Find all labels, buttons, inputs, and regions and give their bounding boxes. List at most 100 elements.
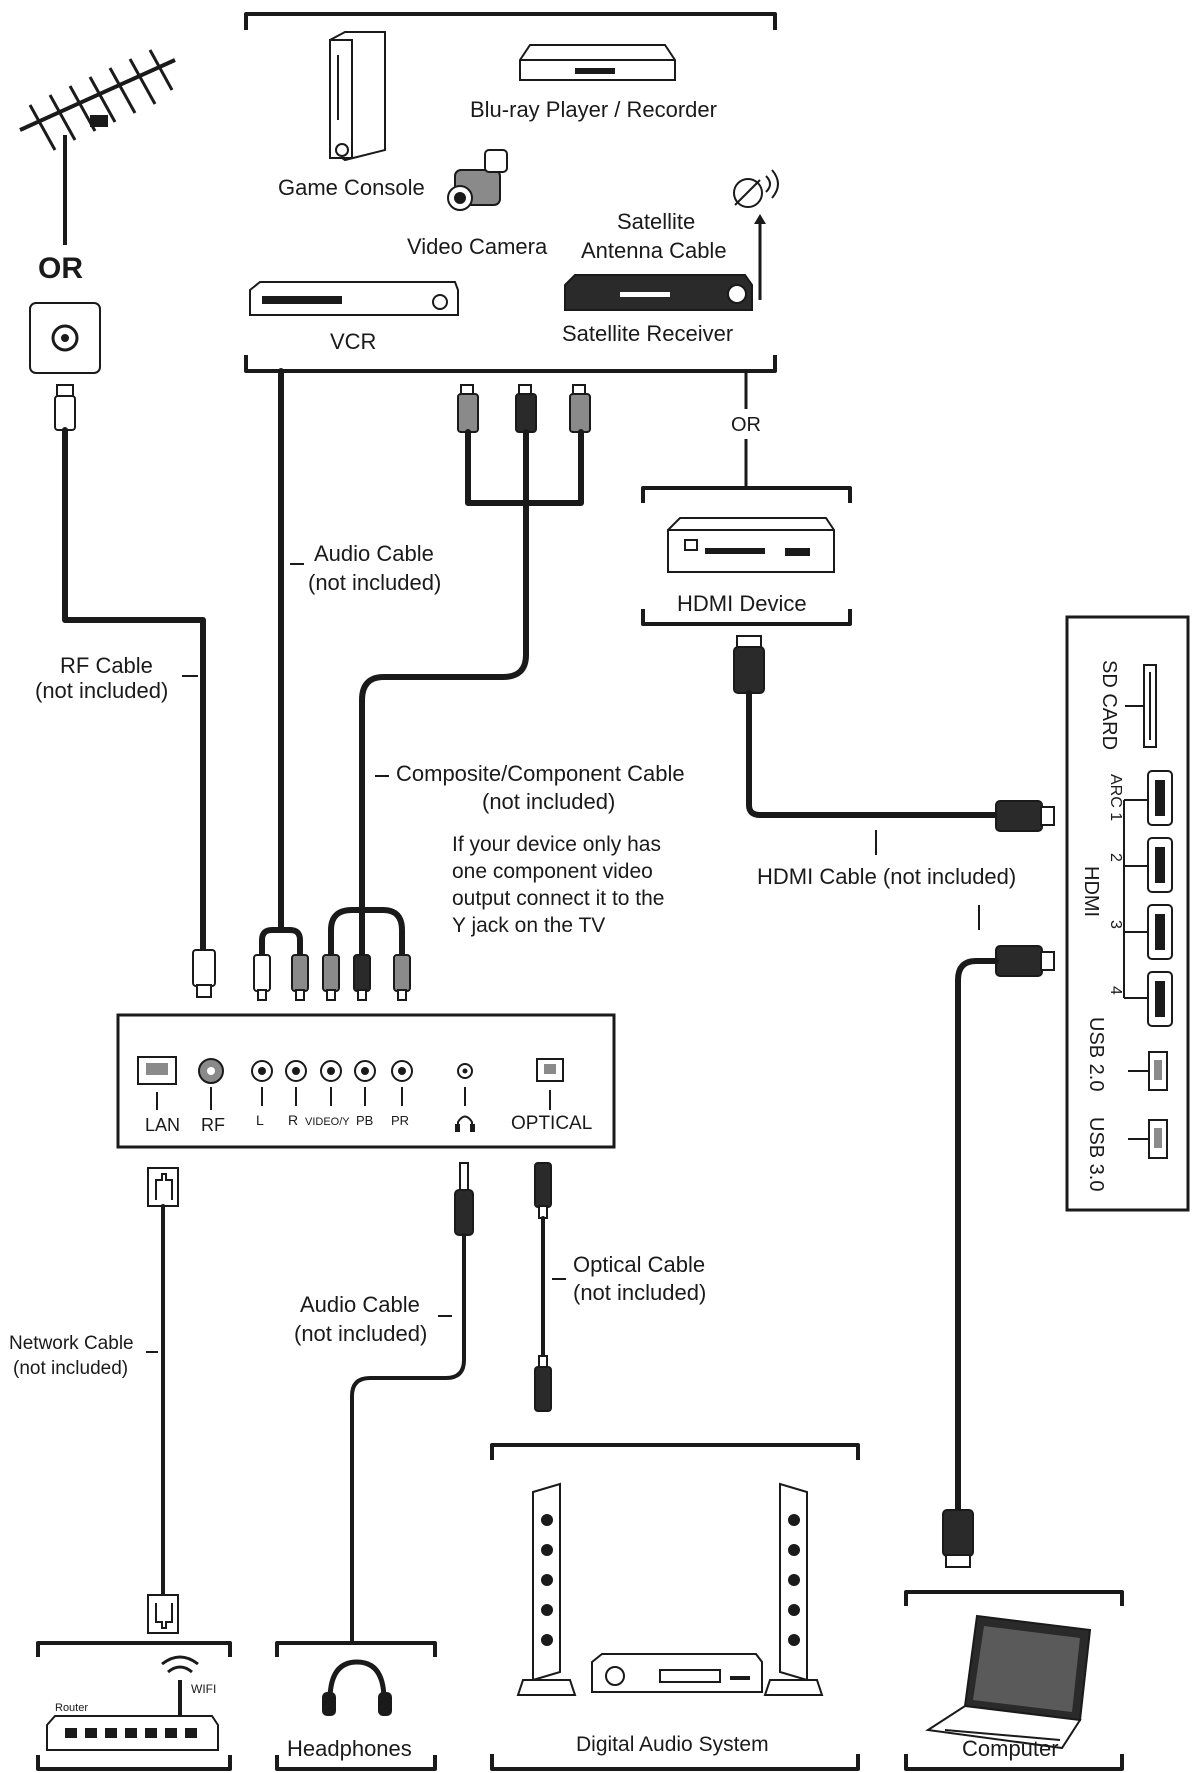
audio-cable-label-2: (not included): [308, 570, 441, 595]
lan-plug-tv: [147, 1167, 179, 1207]
video-camera-label: Video Camera: [407, 234, 548, 259]
source-devices-bracket-top: [244, 12, 777, 30]
audio-receiver-icon: [591, 1653, 763, 1693]
port-label-r: R: [288, 1112, 298, 1128]
vcr-label: VCR: [330, 329, 376, 354]
rca-ports[interactable]: [251, 1060, 413, 1106]
speaker-icon: [516, 1482, 577, 1696]
headphones-bracket-top: [275, 1641, 437, 1657]
lan-plug-router: [147, 1594, 179, 1634]
rf-plug-tv: [192, 949, 216, 998]
bluray-icon: [519, 44, 676, 81]
rf-port[interactable]: [198, 1058, 224, 1110]
digital-audio-bracket-top: [490, 1443, 860, 1460]
computer-bracket-top: [904, 1590, 1124, 1606]
satellite-receiver-label: Satellite Receiver: [562, 321, 733, 346]
composite-cable-split: [328, 907, 405, 958]
rf-cable: [62, 427, 206, 953]
optical-cable-label-1: Optical Cable: [573, 1252, 705, 1277]
headphones-icon: [322, 1659, 392, 1716]
composite-cable: [359, 500, 529, 913]
router-name-label: Router: [55, 1702, 88, 1714]
component-note-4: Y jack on the TV: [452, 914, 605, 937]
side-label-4: 4: [1107, 986, 1124, 995]
satellite-dish-icon: [733, 169, 779, 300]
side-label-3: 3: [1107, 920, 1124, 929]
network-cable-label-1: Network Cable: [9, 1333, 134, 1354]
vcr-icon: [249, 281, 459, 316]
component-note-3: output connect it to the: [452, 887, 664, 910]
rf-cable-label-1: RF Cable: [60, 653, 153, 678]
digital-audio-bracket-bottom: [490, 1754, 860, 1771]
router-bracket-bottom: [36, 1755, 232, 1771]
hdmi-device-icon: [667, 517, 835, 573]
headphones-bracket-bottom: [275, 1755, 437, 1771]
side-label-usb2: USB 2.0: [1085, 1017, 1107, 1091]
side-label-sd-card: SD CARD: [1098, 660, 1120, 750]
side-label-hdmi: HDMI: [1080, 866, 1102, 917]
audio-plugs-tv: [253, 954, 309, 1001]
side-label-2: 2: [1107, 853, 1124, 862]
computer-label: Computer: [962, 1736, 1059, 1761]
hdmi-plug-panel-top: [995, 800, 1055, 832]
wall-outlet-icon: [29, 302, 101, 374]
port-label-rf: RF: [201, 1115, 225, 1135]
component-note-2: one component video: [452, 860, 653, 883]
optical-plug-tv: [534, 1162, 552, 1219]
hdmi-ports[interactable]: [1123, 770, 1173, 1027]
speaker-icon: [763, 1482, 824, 1696]
port-label-lan: LAN: [145, 1115, 180, 1135]
rf-cable-label-2: (not included): [35, 678, 168, 703]
hdmi-cable-device: [746, 690, 999, 818]
headphone-port[interactable]: [457, 1063, 473, 1106]
optical-plug-audio: [534, 1355, 552, 1412]
headphone-jack-plug: [454, 1162, 474, 1236]
router-bracket-top: [36, 1641, 232, 1657]
headphones-label: Headphones: [287, 1736, 412, 1761]
wifi-label: WIFI: [191, 1682, 216, 1696]
laptop-icon: [925, 1614, 1092, 1750]
video-camera-icon: [447, 149, 508, 211]
hdmi-cable-label: HDMI Cable (not included): [757, 864, 1016, 889]
network-cable-label-2: (not included): [13, 1358, 128, 1379]
headphone-port-icon: [455, 1115, 475, 1132]
hdmi-cable-computer: [955, 958, 999, 1513]
composite-cable-label-1: Composite/Component Cable: [396, 761, 685, 786]
or-label-top: OR: [38, 252, 83, 285]
router-icon: [46, 1655, 219, 1751]
lan-port[interactable]: [137, 1056, 177, 1110]
satellite-receiver-icon: [564, 274, 753, 311]
rf-plug-top: [54, 384, 76, 431]
optical-port[interactable]: [536, 1058, 564, 1110]
satellite-label-2: Antenna Cable: [581, 238, 727, 263]
game-console-label: Game Console: [278, 175, 425, 200]
side-label-arc1: ARC 1: [1107, 774, 1124, 821]
port-label-l: L: [256, 1112, 264, 1128]
hdmi-device-bracket-bottom: [641, 609, 852, 626]
antenna-icon: [19, 49, 176, 245]
hdmi-device-label: HDMI Device: [677, 591, 807, 616]
hdmi-plug-device: [733, 635, 765, 694]
composite-plugs-tv: [322, 954, 411, 1001]
digital-audio-label: Digital Audio System: [576, 1733, 769, 1756]
port-label-video: VIDEO/Y: [305, 1116, 350, 1128]
component-note-1: If your device only has: [452, 833, 661, 856]
audio-cable-2-label-2: (not included): [294, 1321, 427, 1346]
audio-cable-top-split: [259, 927, 303, 958]
satellite-label-1: Satellite: [617, 209, 695, 234]
composite-cable-label-2: (not included): [482, 789, 615, 814]
port-label-pr: PR: [391, 1113, 409, 1128]
game-console-icon: [329, 31, 386, 162]
hdmi-plug-computer: [942, 1509, 974, 1568]
optical-cable-label-2: (not included): [573, 1280, 706, 1305]
sd-card-slot[interactable]: [1125, 664, 1157, 748]
audio-cable-2-label-1: Audio Cable: [300, 1292, 420, 1317]
hdmi-plug-panel-bottom: [995, 945, 1055, 977]
bluray-label: Blu-ray Player / Recorder: [470, 97, 717, 122]
usb-ports[interactable]: [1128, 1051, 1168, 1159]
audio-cable-label-1: Audio Cable: [314, 541, 434, 566]
port-label-optical: OPTICAL: [511, 1113, 592, 1134]
side-label-usb3: USB 3.0: [1085, 1117, 1107, 1191]
